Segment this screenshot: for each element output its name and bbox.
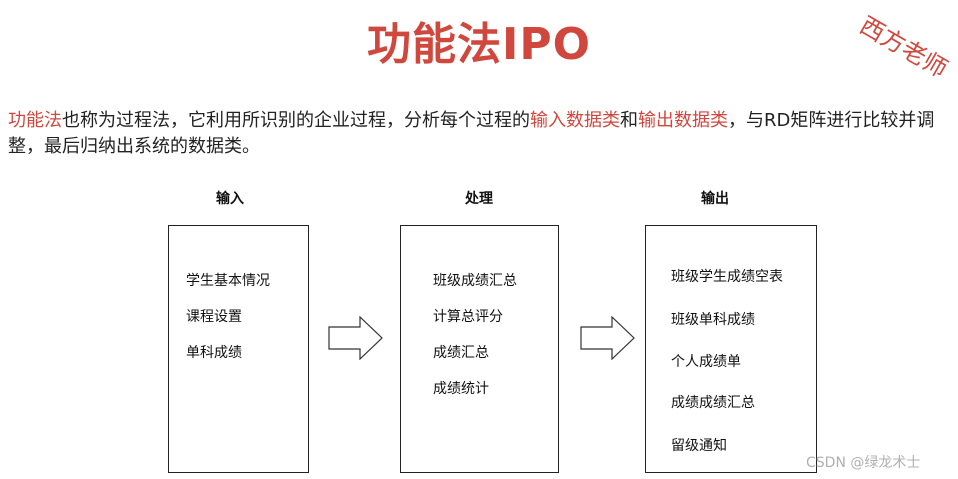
intro-paragraph: 功能法也称为过程法，它利用所识别的企业过程，分析每个过程的输入数据类和输出数据类…: [8, 108, 952, 160]
process-box: 班级成绩汇总 计算总评分 成绩汇总 成绩统计: [400, 225, 559, 473]
input-item: 单科成绩: [186, 345, 242, 361]
output-item: 班级单科成绩: [671, 312, 755, 328]
page-title: 功能法IPO: [366, 19, 592, 70]
output-item: 个人成绩单: [671, 354, 741, 370]
output-item: 班级学生成绩空表: [671, 269, 783, 285]
input-item: 课程设置: [186, 309, 242, 325]
output-heading: 输出: [701, 191, 729, 207]
process-item: 成绩统计: [433, 381, 489, 397]
intro-text: 和: [620, 110, 638, 131]
output-item: 成绩成绩汇总: [671, 395, 755, 411]
intro-term-output-data: 输出数据类: [638, 110, 728, 131]
right-arrow-icon: [328, 316, 383, 360]
process-item: 成绩汇总: [433, 345, 489, 361]
input-heading: 输入: [216, 191, 244, 207]
right-arrow-icon: [580, 316, 635, 360]
input-box: 学生基本情况 课程设置 单科成绩: [168, 225, 309, 473]
intro-text: ，与RD矩阵进行比较并调整，最后归纳出系统的数据类。: [8, 110, 935, 157]
input-item: 学生基本情况: [186, 273, 270, 289]
intro-term-input-data: 输入数据类: [530, 110, 620, 131]
output-box: 班级学生成绩空表 班级单科成绩 个人成绩单 成绩成绩汇总 留级通知: [645, 225, 817, 473]
intro-text: 也称为过程法，它利用所识别的企业过程，分析每个过程的: [62, 110, 530, 131]
process-item: 班级成绩汇总: [433, 273, 517, 289]
output-item: 留级通知: [671, 438, 727, 454]
intro-term-function-method: 功能法: [8, 110, 62, 131]
source-credit: CSDN @绿龙术士: [806, 455, 921, 471]
process-item: 计算总评分: [433, 309, 503, 325]
process-heading: 处理: [465, 191, 493, 207]
